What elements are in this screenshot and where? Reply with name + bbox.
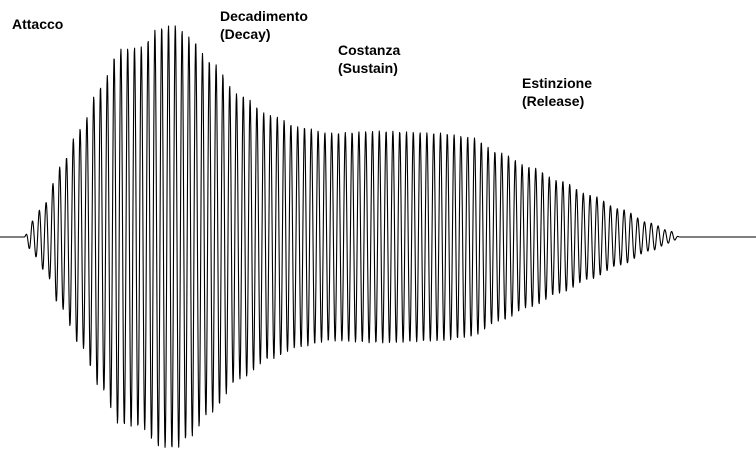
label-decay-line2: (Decay) bbox=[220, 26, 271, 42]
label-release: Estinzione (Release) bbox=[522, 74, 592, 110]
label-decay: Decadimento (Decay) bbox=[220, 7, 308, 43]
label-decay-line1: Decadimento bbox=[220, 8, 308, 24]
waveform bbox=[23, 25, 681, 448]
label-release-line2: (Release) bbox=[522, 93, 585, 109]
label-attack: Attacco bbox=[12, 15, 63, 33]
label-sustain-line1: Costanza bbox=[338, 42, 401, 58]
label-sustain: Costanza (Sustain) bbox=[338, 41, 400, 77]
label-attack-text: Attacco bbox=[12, 16, 64, 32]
label-sustain-line2: (Sustain) bbox=[338, 60, 398, 76]
label-release-line1: Estinzione bbox=[522, 75, 593, 91]
